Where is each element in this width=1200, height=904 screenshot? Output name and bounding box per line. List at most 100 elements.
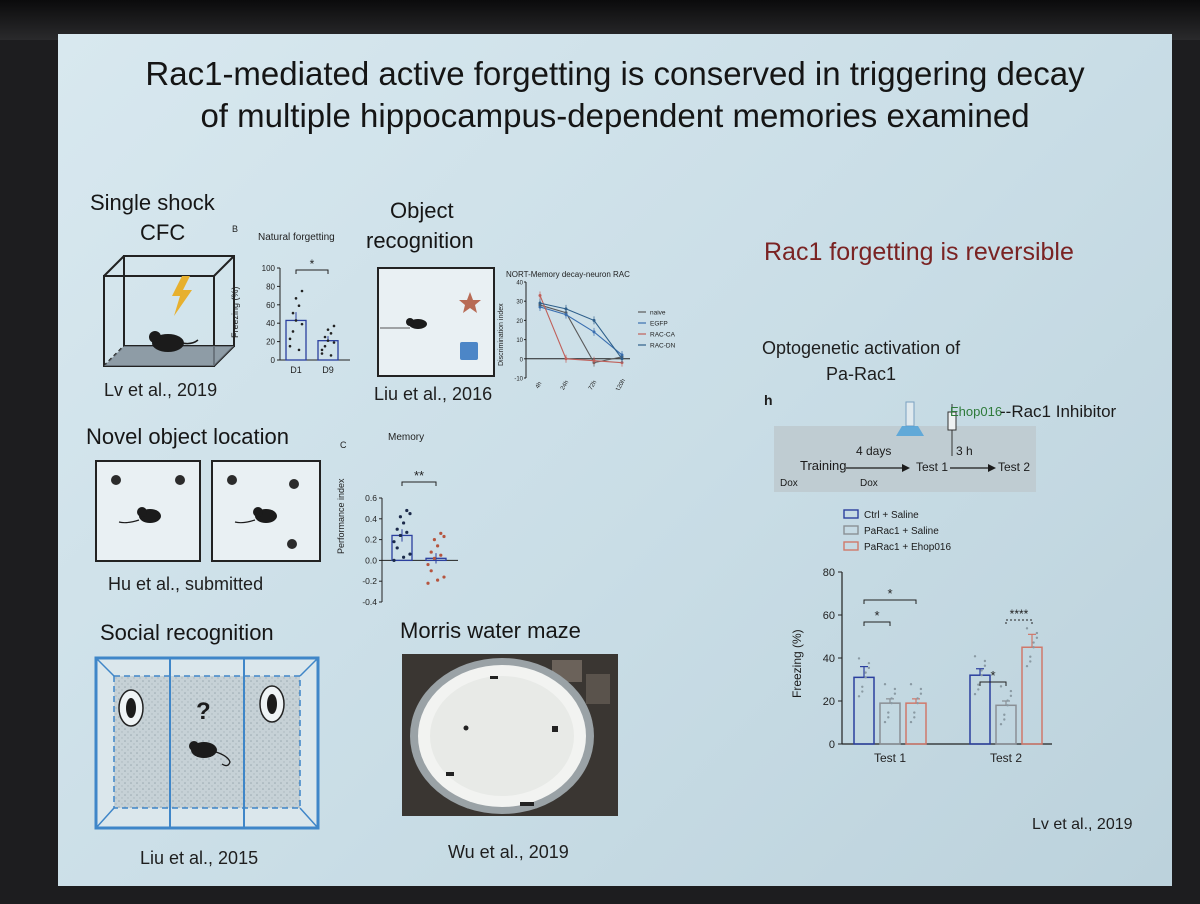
freeze-y-tick-label: 0 — [829, 739, 835, 751]
timeline-dox-right: Dox — [860, 478, 878, 489]
social-arena-illustration — [94, 656, 320, 830]
nol-data-point — [426, 562, 430, 567]
legend-label: PaRac1 + Ehop016 — [864, 542, 951, 553]
or-x-tick-label: 24h — [560, 380, 570, 390]
freeze-data-point — [916, 697, 919, 700]
or-legend-label: naive — [650, 310, 666, 317]
cfc-x-tick-label: D1 — [290, 365, 302, 375]
or-legend-label: EGFP — [650, 321, 668, 328]
freeze-data-point — [983, 659, 987, 663]
freeze-sig-label: * — [887, 586, 892, 601]
cfc-chamber-illustration — [103, 255, 235, 367]
freeze-data-point — [909, 683, 913, 686]
nol-citation: Hu et al., submitted — [108, 574, 264, 594]
nol-data-point — [426, 581, 430, 585]
freeze-x-tick-label: Test 2 — [990, 751, 1022, 765]
nol-data-point — [439, 531, 443, 535]
freeze-bar — [969, 674, 991, 745]
timeline-hours: 3 h — [956, 444, 973, 458]
cfc-y-tick-label: 80 — [266, 282, 275, 291]
nol-data-point — [402, 555, 406, 559]
freeze-x-tick-label: Test 1 — [874, 751, 906, 765]
or-series-line — [539, 295, 623, 364]
freeze-data-point — [1032, 641, 1035, 644]
freeze-data-point — [1035, 636, 1039, 639]
legend-swatch — [843, 509, 859, 519]
mwm-heading: Morris water maze — [400, 618, 581, 643]
freeze-bar — [853, 676, 875, 745]
or-x-tick-label: 120h — [615, 378, 627, 390]
nol-data-point — [436, 544, 440, 548]
freeze-data-point — [1009, 689, 1013, 693]
freeze-y-tick-label: 80 — [823, 567, 835, 579]
cfc-data-point — [294, 319, 298, 322]
nol-y-tick-label: 0.0 — [365, 555, 377, 565]
cfc-y-tick-label: 40 — [266, 319, 275, 328]
nol-y-tick-label: -0.4 — [362, 597, 377, 606]
mwm-photo — [402, 654, 618, 816]
freeze-data-point — [861, 685, 864, 689]
or-x-tick-label: 4h — [535, 381, 544, 390]
nol-data-point — [398, 533, 402, 538]
mwm-citation: Wu et al., 2019 — [448, 842, 569, 862]
cfc-data-point — [329, 354, 333, 357]
freeze-data-point — [890, 697, 893, 700]
or-heading-line-2: recognition — [366, 228, 474, 253]
social-citation: Liu et al., 2015 — [140, 848, 259, 868]
freeze-bar — [1021, 646, 1043, 745]
nol-data-point — [436, 578, 440, 582]
freeze-data-point — [916, 701, 919, 705]
nol-data-point — [408, 552, 412, 556]
or-y-tick-label: 0 — [520, 357, 524, 363]
freeze-data-point — [977, 688, 980, 691]
projector-surround — [0, 0, 1200, 40]
cfc-heading-line-2: CFC — [140, 220, 186, 245]
cfc-data-point — [288, 344, 292, 348]
freeze-data-point — [1009, 694, 1013, 698]
nol-data-point — [429, 569, 433, 573]
or-y-tick-label: -10 — [514, 377, 523, 383]
freeze-data-point — [1029, 660, 1032, 663]
timeline-days: 4 days — [856, 444, 892, 458]
cfc-y-tick-label: 100 — [262, 264, 276, 273]
cfc-x-tick-label: D9 — [322, 365, 334, 375]
cfc-data-point — [329, 332, 333, 335]
cfc-data-point — [288, 337, 292, 341]
or-y-tick-label: 30 — [516, 300, 523, 306]
legend-label: Ctrl + Saline — [864, 510, 919, 521]
cfc-data-point — [320, 352, 324, 355]
freeze-sig-bracket — [863, 621, 891, 626]
nol-heading: Novel object location — [86, 424, 290, 449]
nol-bar-chart: 0.60.40.20.0-0.2-0.4D1D2** — [362, 468, 458, 606]
star-object-icon — [459, 292, 481, 313]
freeze-data-point — [977, 683, 980, 686]
freeze-data-point — [887, 711, 890, 714]
cfc-data-point — [300, 322, 304, 326]
timeline-training: Training — [800, 458, 847, 473]
freeze-data-point — [864, 671, 867, 674]
cfc-data-point — [326, 328, 330, 331]
cfc-sig-bracket — [295, 269, 329, 274]
reversible-heading: Rac1 forgetting is reversible — [764, 238, 1074, 266]
freeze-bar — [879, 702, 901, 745]
nol-chart-title: Memory — [388, 432, 425, 443]
cfc-data-point — [300, 289, 304, 293]
nol-data-point — [392, 540, 396, 544]
freeze-data-point — [861, 690, 864, 693]
or-y-tick-label: 20 — [516, 319, 523, 325]
optogenetic-line-2: Pa-Rac1 — [826, 364, 897, 384]
or-chart-title: NORT-Memory decay-neuron RAC — [506, 270, 630, 279]
freeze-sig-label: **** — [1010, 607, 1029, 621]
or-series-line — [539, 306, 623, 356]
nol-data-point — [432, 538, 436, 542]
freeze-data-point — [909, 720, 913, 724]
nol-y-tick-label: 0.6 — [365, 493, 377, 503]
freeze-y-tick-label: 20 — [823, 696, 835, 708]
or-legend-label: RAC-CA — [650, 332, 676, 339]
freeze-data-point — [893, 687, 897, 691]
freeze-data-point — [913, 716, 916, 719]
nol-data-point — [442, 534, 446, 539]
freeze-data-point — [1032, 646, 1035, 649]
cfc-chart-title: Natural forgetting — [258, 232, 335, 243]
freeze-bar — [905, 702, 927, 745]
